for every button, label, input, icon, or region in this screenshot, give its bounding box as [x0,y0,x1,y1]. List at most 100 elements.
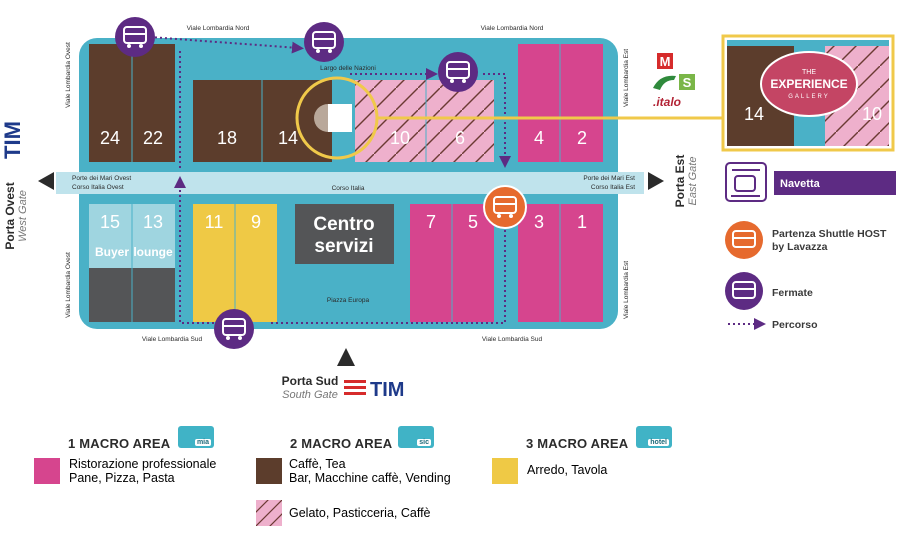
hall-13-label: 13 [143,212,163,232]
hall-24-label: 24 [100,128,120,148]
stop-north-west[interactable] [115,17,155,57]
legend-brown-line1: Caffè, Tea [289,457,346,471]
experience-gallery-logo[interactable] [760,51,858,117]
street-lombardia-sud-right: Viale Lombardia Sud [482,336,543,343]
transit-icons: M S .italo [653,53,695,109]
buyer-label: Buyer [95,245,129,259]
east-gate-arrow [648,172,664,190]
south-gate-label: Porta Sud [282,374,339,388]
hall-15-label: 15 [100,212,120,232]
hall-14-label: 14 [278,128,298,148]
legend-pink-line2: Pane, Pizza, Pasta [69,471,175,485]
legend-shuttle-line2: by Lavazza [772,241,828,253]
hall-3[interactable] [518,204,560,322]
west-gate-arrow [38,172,54,190]
hall-6[interactable] [426,80,494,162]
hall-15[interactable] [89,204,132,268]
hall-22-label: 22 [143,128,163,148]
east-gate-label: Porta Est [673,155,687,208]
hall-1[interactable] [560,204,603,322]
street-corso-italia: Corso Italia [332,185,365,192]
street-corso-italia-est: Corso Italia Est [591,184,635,191]
centro-servizi-building[interactable] [295,204,394,264]
hall-13-lower [132,268,175,322]
hall-2[interactable] [560,44,603,162]
metro-icon [657,53,673,69]
experience-inset: 14 10 THE EXPERIENCE GALLERY [721,34,895,152]
tim-logo-icon [344,380,366,395]
lounge-label: lounge [133,245,173,259]
street-porte-mari-ovest: Porte dei Mari Ovest [72,175,131,182]
hall-2-label: 2 [577,128,587,148]
route-south-west [174,176,214,324]
hall-10[interactable] [355,80,426,162]
hall-5[interactable] [452,204,494,322]
svg-text:EXPERIENCE: EXPERIENCE [770,77,847,91]
hotel-logo-icon: hotel [636,426,672,448]
hall-24[interactable] [89,44,132,162]
legend-navetta-label: Navetta [780,178,821,190]
svg-text:S: S [683,75,692,90]
hall-5-label: 5 [468,212,478,232]
street-lombardia-sud-left: Viale Lombardia Sud [142,336,203,343]
hall-11[interactable] [193,204,235,322]
legend-fermate-label: Fermate [772,287,813,299]
hall-15-lower [89,268,132,322]
experience-highlight-circle [295,76,379,160]
macro-area-3-title: 3 MACRO AREA [526,436,629,451]
west-gate-sub: West Gate [17,190,29,242]
legend-pink-line1: Ristorazione professionale [69,457,217,471]
legend-navetta-icon [725,162,767,202]
legend-striped-swatch [256,500,282,526]
hall-4[interactable] [518,44,560,162]
italo-label: .italo [653,95,681,109]
stop-south[interactable] [214,309,254,349]
route-down-east [483,73,511,168]
south-gate-sponsor: TIM [370,379,404,401]
macro-area-2-title: 2 MACRO AREA [290,436,393,451]
hall-13[interactable] [132,204,175,268]
legend-yellow-line1: Arredo, Tavola [527,463,608,477]
centro-servizi-line2: servizi [314,236,373,257]
legend-navetta-bar [774,171,896,195]
street-lombardia-ovest-bottom: Viale Lombardia Ovest [65,252,72,318]
centro-servizi-line1: Centro [313,214,374,235]
hall-7-label: 7 [426,212,436,232]
legend-brown-line2: Bar, Macchine caffè, Vending [289,471,451,485]
street-largo-nazioni: Largo delle Nazioni [320,65,376,72]
hall-7[interactable] [410,204,452,322]
hall-3-label: 3 [534,212,544,232]
west-gate-label: Porta Ovest [3,182,17,249]
svg-text:M: M [660,54,671,69]
south-gate-sub: South Gate [282,389,338,401]
legend-percorso-label: Percorso [772,319,818,331]
route-east-lower [268,230,506,324]
legend-shuttle-icon [725,221,763,259]
street-lombardia-ovest-top: Viale Lombardia Ovest [65,42,72,108]
macro-area-1-title: 1 MACRO AREA [68,436,171,451]
hall-9-label: 9 [251,212,261,232]
street-lombardia-nord-right: Viale Lombardia Nord [481,25,544,32]
east-gate-sub: East Gate [687,157,699,206]
street-lombardia-nord-left: Viale Lombardia Nord [187,25,250,32]
street-piazza-europa: Piazza Europa [327,297,370,304]
south-gate-arrow [337,348,355,366]
hall-4-label: 4 [534,128,544,148]
street-lombardia-est-bottom: Viale Lombardia Est [623,261,630,319]
hall-9[interactable] [235,204,277,322]
hall-18-label: 18 [217,128,237,148]
svg-text:THE: THE [802,69,816,76]
host-shuttle-departure[interactable] [483,185,527,229]
legend-shuttle-line1: Partenza Shuttle HOST [772,228,887,240]
hall-18[interactable] [193,80,262,162]
inset-hall-14-label: 14 [744,104,764,124]
legend-yellow-swatch [492,458,518,484]
stop-hall-6[interactable] [438,52,478,92]
hall-22[interactable] [132,44,175,162]
legend-fermate-icon [725,272,763,310]
stop-largo-nazioni[interactable] [304,22,344,62]
street-porte-mari-est: Porte dei Mari Est [583,175,635,182]
legend-pink-swatch [34,458,60,484]
